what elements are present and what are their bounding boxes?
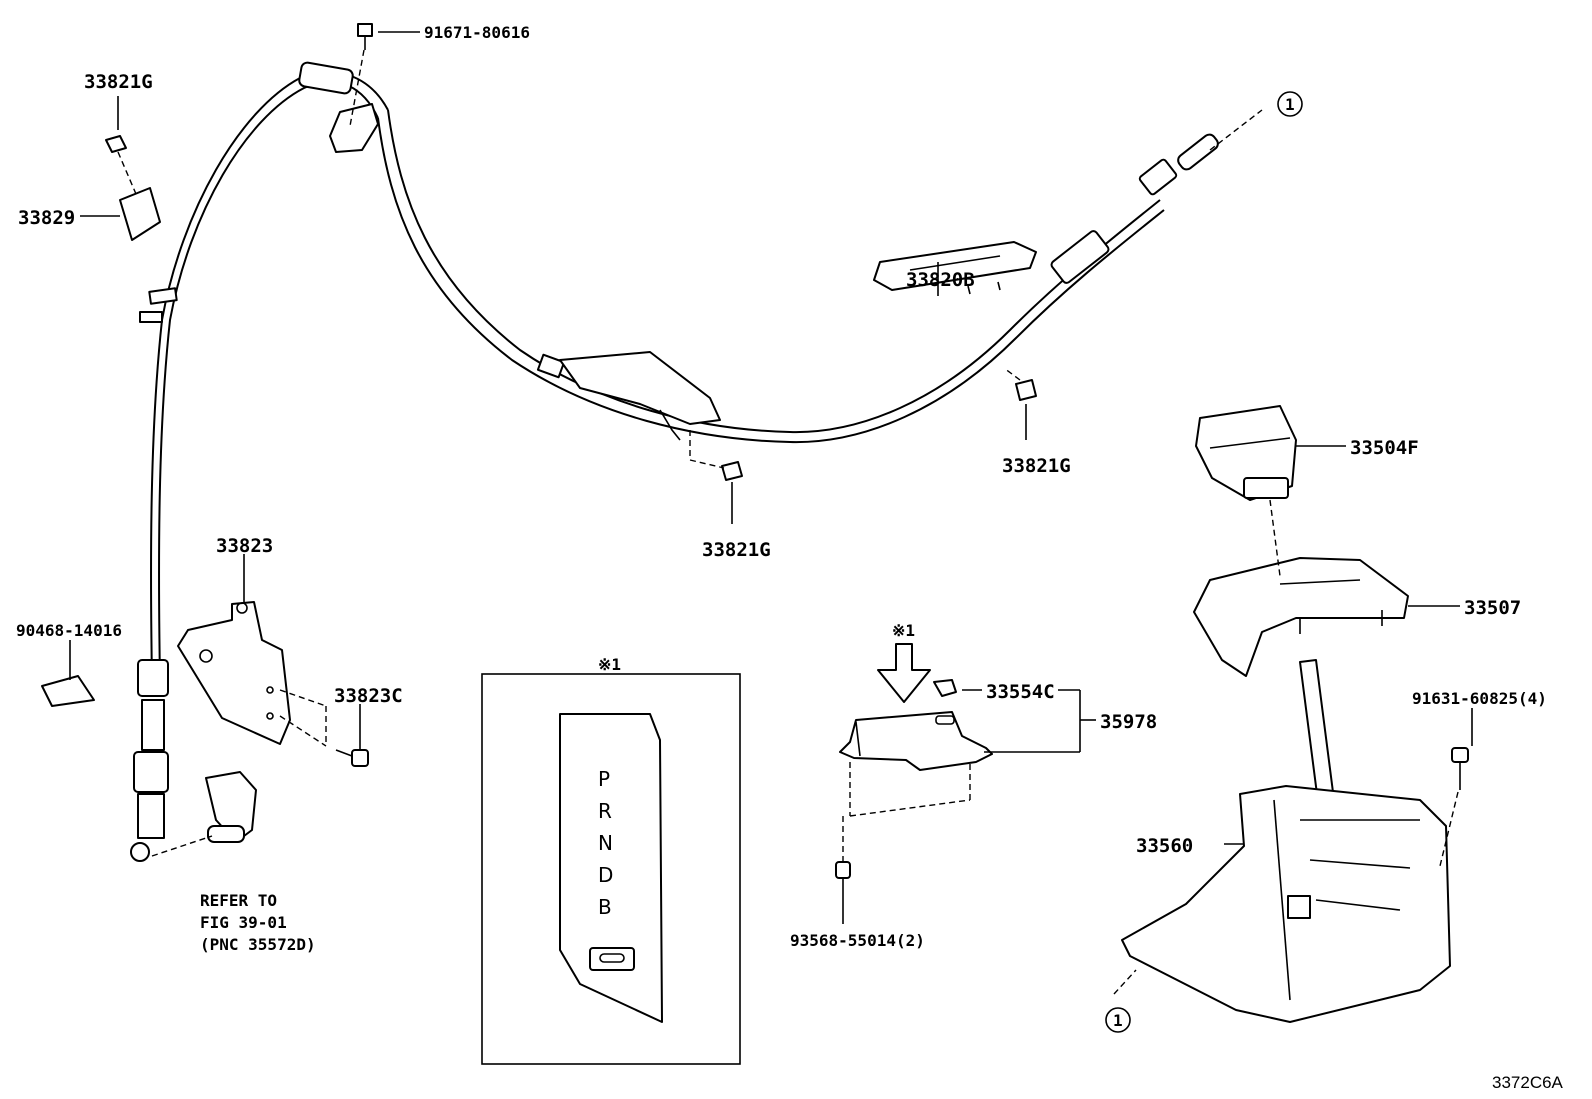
label-35978: 35978 <box>1100 711 1157 733</box>
label-90468-14016: 90468-14016 <box>16 621 122 640</box>
shift-gate-inset <box>481 673 741 1065</box>
gate-position-r: R <box>598 799 612 823</box>
label-33504f: 33504F <box>1350 437 1419 459</box>
label-33821g-top: 33821G <box>84 71 153 93</box>
gate-position-d: D <box>598 863 613 887</box>
shift-module-35978 <box>839 711 993 771</box>
refer-note-line1: REFER TO <box>200 891 277 910</box>
gate-position-b: B <box>598 895 612 919</box>
circle-ref-top-number: 1 <box>1285 95 1295 114</box>
note-mark-box: ※1 <box>598 655 621 674</box>
shift-cable <box>130 61 1219 862</box>
figure-code: 3372C6A <box>1492 1073 1564 1092</box>
circle-ref-bottom <box>1105 1007 1131 1033</box>
label-33821g-mid: 33821G <box>702 539 771 561</box>
label-93568-55014: 93568-55014(2) <box>790 931 925 950</box>
bolt-91671-80616 <box>357 23 373 50</box>
clip-33829 <box>105 135 161 241</box>
bolt-91631-60825 <box>1451 747 1469 790</box>
view-arrow <box>877 643 931 703</box>
bolt-93568-55014 <box>835 861 851 900</box>
label-91631-60825: 91631-60825(4) <box>1412 689 1547 708</box>
nut-33821g-right <box>1015 379 1037 401</box>
label-33554c: 33554C <box>986 681 1055 703</box>
refer-note-line3: (PNC 35572D) <box>200 935 316 954</box>
label-33823c: 33823C <box>334 685 403 707</box>
shift-housing-33507 <box>1193 557 1409 677</box>
shift-lever-33560 <box>1121 659 1451 1023</box>
label-33829: 33829 <box>18 207 75 229</box>
gate-position-n: N <box>598 831 613 855</box>
refer-note-line2: FIG 39-01 <box>200 913 287 932</box>
label-33820b: 33820B <box>906 269 975 291</box>
label-33821g-right: 33821G <box>1002 455 1071 477</box>
trans-lever-bracket <box>205 771 257 843</box>
label-91671-80616: 91671-80616 <box>424 23 530 42</box>
label-33507: 33507 <box>1464 597 1521 619</box>
clip-90468-14016 <box>41 675 95 707</box>
circle-ref-bottom-number: 1 <box>1113 1011 1123 1030</box>
circle-ref-top <box>1277 91 1303 117</box>
label-33823: 33823 <box>216 535 273 557</box>
label-33560: 33560 <box>1136 835 1193 857</box>
bolt-33823c <box>335 749 369 767</box>
grommet-plate-33820b <box>873 241 1037 295</box>
bracket-33823 <box>177 601 291 745</box>
gate-position-p: P <box>598 767 610 791</box>
leader-lines <box>69 31 1473 995</box>
shift-knob-33504f <box>1195 405 1297 501</box>
nut-33821g-mid <box>721 461 743 481</box>
note-mark-arrow: ※1 <box>892 621 915 640</box>
clip-33554c <box>933 679 957 697</box>
